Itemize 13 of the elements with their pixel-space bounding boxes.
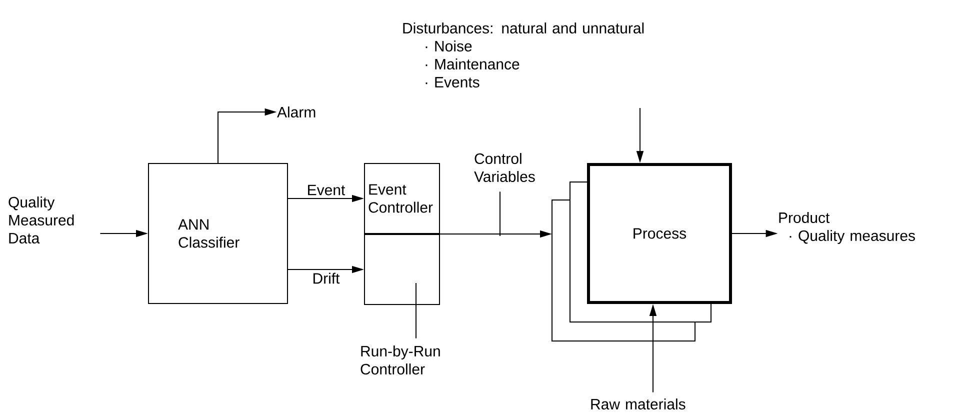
variables-label: Control Variables: [474, 153, 535, 182]
input-label: Quality Measured Data: [8, 196, 74, 244]
controller-box: [364, 234, 440, 305]
process-box: Process: [587, 163, 732, 304]
edge-label: Drift: [311, 272, 341, 285]
classifier-box: ANN Classifier: [148, 163, 288, 304]
edge-label: Event: [306, 184, 346, 196]
controller-label: Run-by-Run Controller: [360, 346, 440, 374]
disturbances-label: Disturbances: natural and unnatural · Noise · Maintenance · Events: [403, 22, 644, 88]
output-label: Alarm: [277, 106, 316, 118]
controller-box: Event Controller: [364, 163, 440, 234]
input-label: Raw materials: [591, 398, 686, 410]
output-label: Product · Quality measures: [779, 212, 915, 244]
